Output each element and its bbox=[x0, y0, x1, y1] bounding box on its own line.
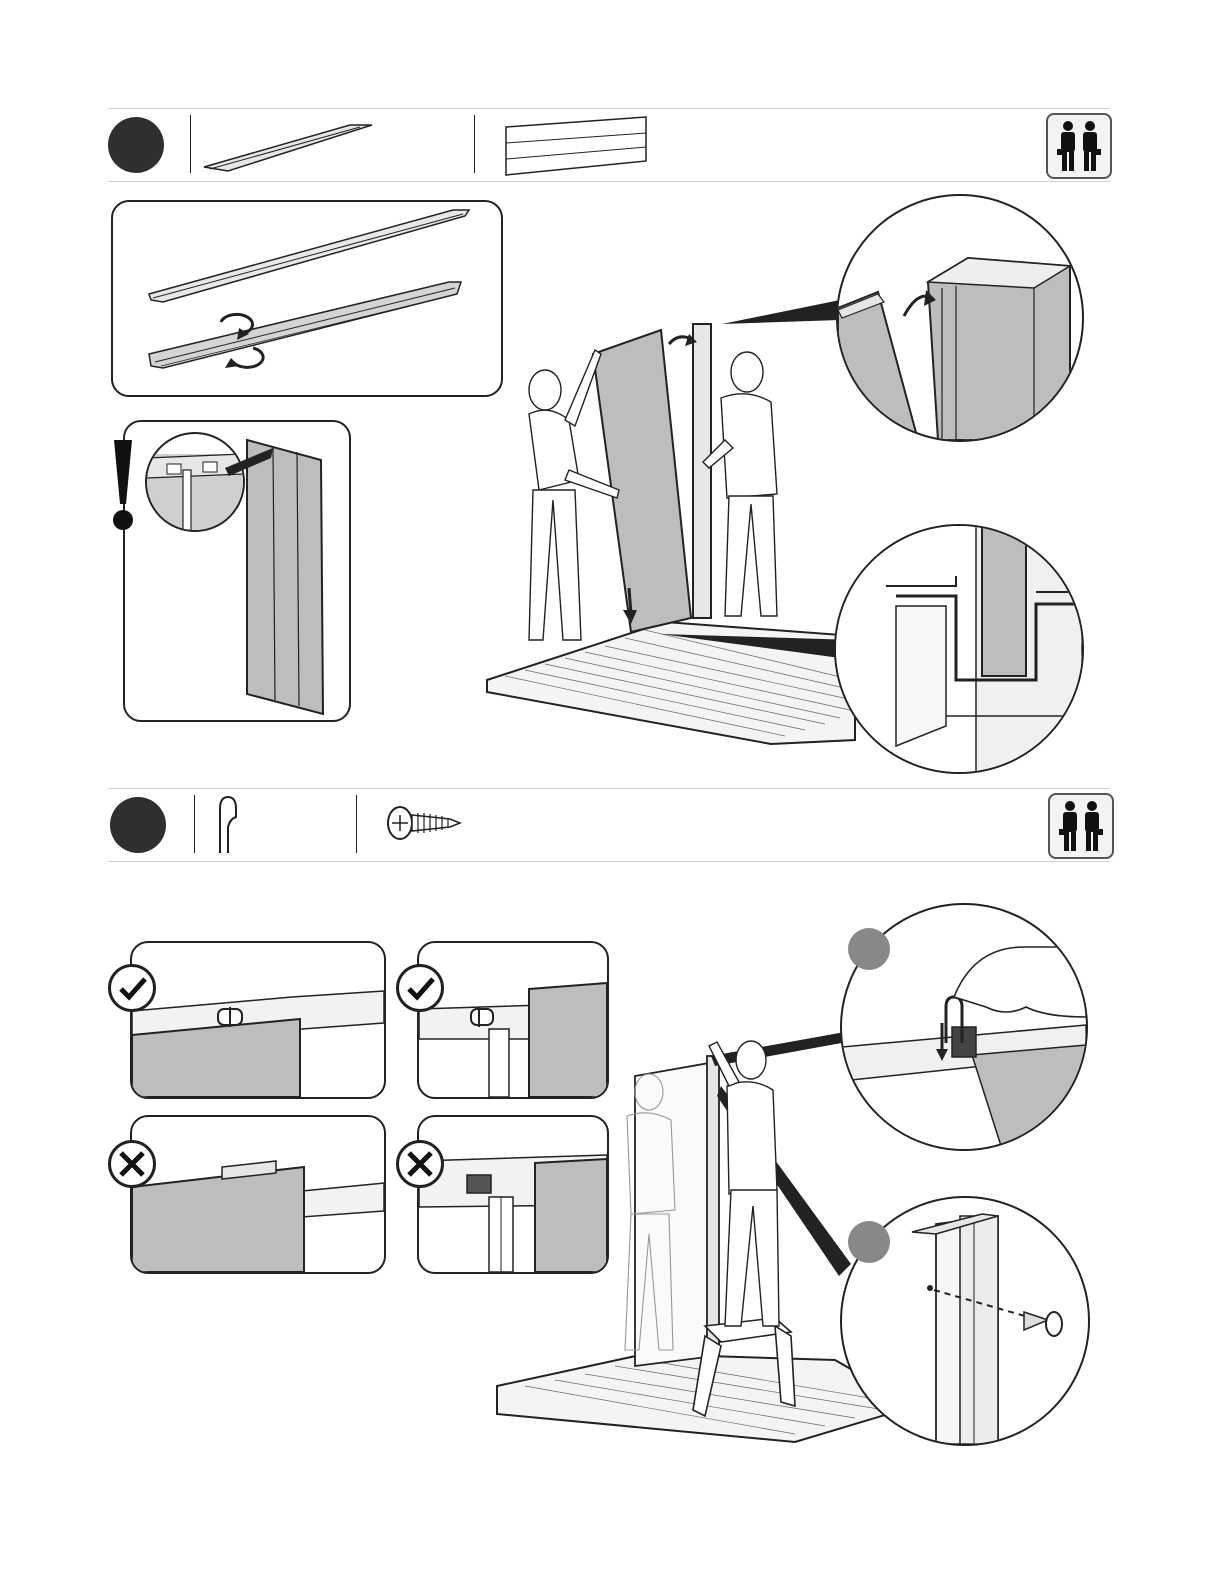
two-people-icon bbox=[1048, 793, 1114, 859]
exclamation-icon bbox=[108, 438, 138, 532]
divider bbox=[194, 795, 195, 853]
panel-orientation-warning bbox=[123, 420, 351, 722]
cross-icon bbox=[108, 1140, 156, 1188]
zoom-pointer bbox=[225, 448, 275, 478]
panel-edge-zoom bbox=[145, 432, 245, 532]
clip-part-icon bbox=[210, 793, 240, 857]
detail-marker-b bbox=[848, 1221, 890, 1263]
cross-icon bbox=[396, 1140, 444, 1188]
divider bbox=[474, 115, 475, 173]
profile-rotation-detail bbox=[111, 200, 503, 397]
channel-profile-part-icon bbox=[200, 119, 380, 175]
step-header-1 bbox=[108, 108, 1110, 182]
wall-panel-part-icon bbox=[500, 113, 652, 177]
divider bbox=[190, 115, 191, 173]
detail-marker-a bbox=[848, 928, 890, 970]
step-number-badge bbox=[110, 797, 166, 853]
incorrect-clip-example-1 bbox=[130, 1115, 386, 1274]
correct-clip-example-1 bbox=[130, 941, 386, 1099]
two-people-icon bbox=[1046, 113, 1112, 179]
zoom-pointer bbox=[722, 300, 842, 330]
check-icon bbox=[396, 964, 444, 1012]
screw-part-icon bbox=[384, 799, 464, 847]
panel-installation-scene bbox=[485, 320, 865, 750]
post-connection-zoom bbox=[836, 194, 1084, 442]
step-number-badge bbox=[108, 117, 164, 173]
divider bbox=[356, 795, 357, 853]
check-icon bbox=[108, 964, 156, 1012]
step-header-2 bbox=[108, 788, 1110, 862]
floor-channel-zoom bbox=[834, 524, 1084, 774]
